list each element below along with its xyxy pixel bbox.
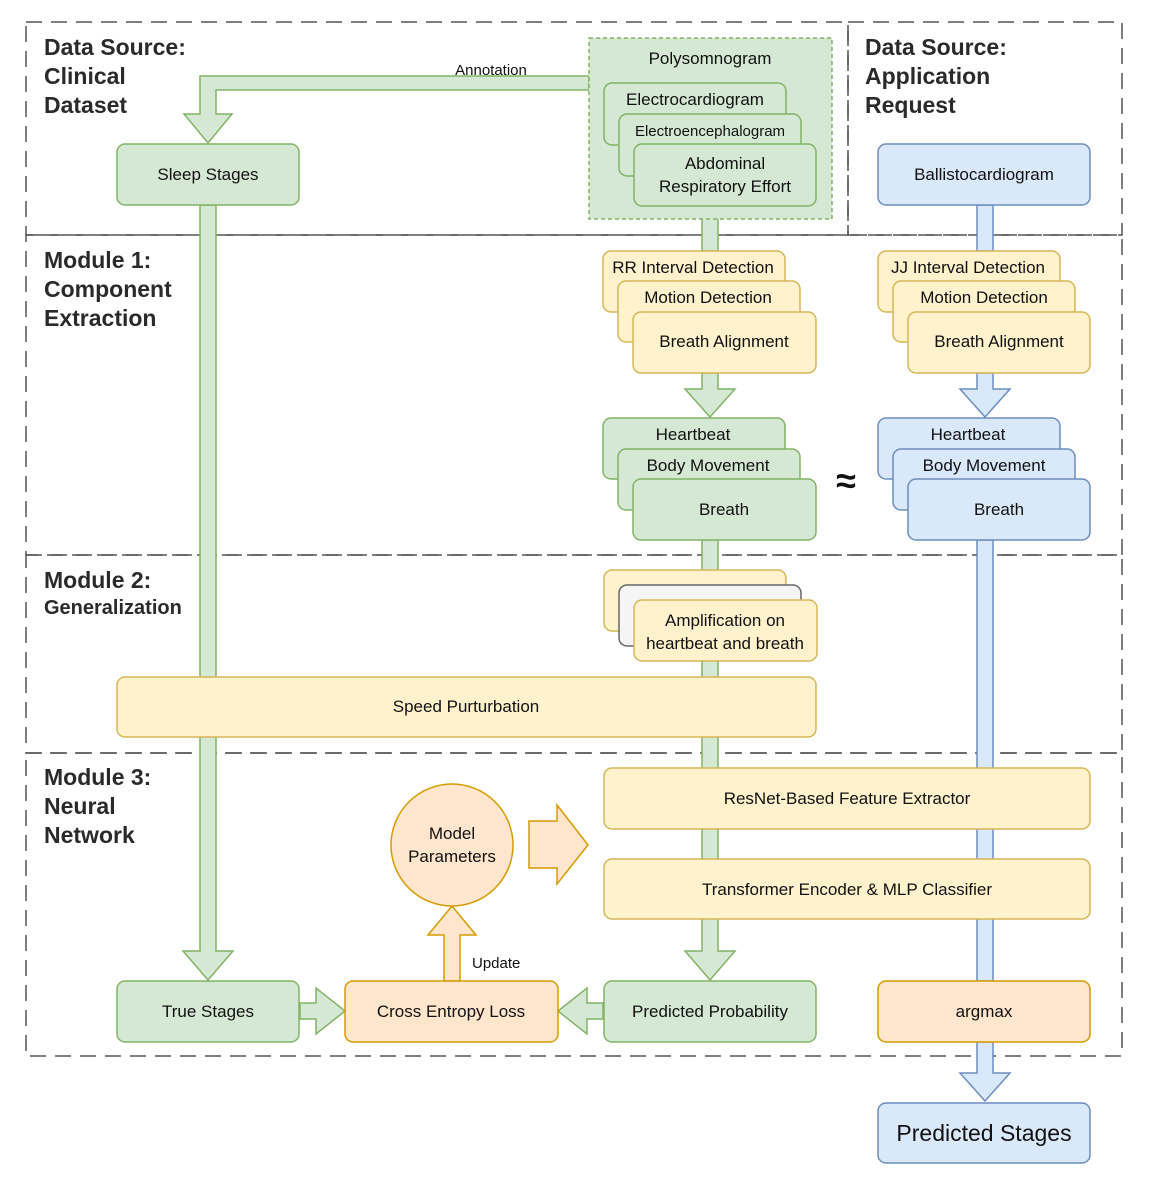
feature-extractor-box [603, 767, 1091, 830]
right-breath-label: Breath [974, 500, 1024, 519]
module1-left-components: Heartbeat Body Movement Breath [602, 417, 817, 541]
clinical-dataset-region [25, 21, 849, 236]
left-breath-alignment-label: Breath Alignment [659, 332, 789, 351]
feature-extractor-label: ResNet-Based Feature Extractor [724, 789, 971, 808]
module1-right-stack: JJ Interval Detection Motion Detection B… [877, 250, 1091, 374]
abdominal-label-line1: Abdominal [685, 154, 765, 173]
left-heartbeat-label: Heartbeat [656, 425, 731, 444]
clinical-title-line1: Data Source: [44, 34, 186, 60]
predicted-probability-label: Predicted Probability [632, 1002, 788, 1021]
right-heartbeat-label: Heartbeat [931, 425, 1006, 444]
application-title-line1: Data Source: [865, 34, 1007, 60]
sleep-stages-box [116, 143, 300, 206]
true-stages-label: True Stages [162, 1002, 254, 1021]
predicted-stages-box [877, 1102, 1091, 1164]
polysomnogram-label: Polysomnogram [649, 49, 772, 68]
module1-right-components: Heartbeat Body Movement Breath [877, 417, 1091, 541]
jj-interval-label: JJ Interval Detection [891, 258, 1045, 277]
transformer-label: Transformer Encoder & MLP Classifier [702, 880, 992, 899]
abdominal-label-line2: Respiratory Effort [659, 177, 791, 196]
right-motion-label: Motion Detection [920, 288, 1048, 307]
right-body-movement-label: Body Movement [923, 456, 1046, 475]
sleep-to-true-stages-arrow [181, 204, 235, 982]
section-titles: Data Source: Clinical Dataset Data Sourc… [44, 34, 1007, 848]
left-motion-label: Motion Detection [644, 288, 772, 307]
amplification-label-line1: Amplification on [665, 611, 785, 630]
true-stages-box [116, 980, 300, 1043]
module1-title-line1: Module 1: [44, 247, 151, 273]
speed-perturbation-label: Speed Purturbation [393, 697, 540, 716]
model-parameters-label-line1: Model [429, 824, 475, 843]
left-stack-to-components-arrow [683, 372, 737, 419]
annotation-label: Annotation [455, 62, 527, 79]
probability-to-loss-arrow [556, 986, 604, 1036]
module2-title-line1: Module 2: [44, 567, 151, 593]
right-breath-alignment-box [907, 311, 1091, 374]
argmax-box [877, 980, 1091, 1043]
model-parameters-label-line2: Parameters [408, 847, 496, 866]
ballistocardiogram-label: Ballistocardiogram [914, 165, 1054, 184]
amplification-front-box [633, 599, 818, 662]
right-breath-alignment-label: Breath Alignment [934, 332, 1064, 351]
speed-perturbation-box [116, 676, 817, 738]
approx-symbol: ≈ [836, 460, 856, 501]
abdominal-box [633, 143, 817, 207]
update-label: Update [472, 955, 520, 972]
module2-amplification-stack: Amplification on heartbeat and breath [603, 569, 818, 662]
electrocardiogram-label: Electrocardiogram [626, 90, 764, 109]
electroencephalogram-label: Electroencephalogram [635, 123, 785, 140]
module3-title-line1: Module 3: [44, 764, 151, 790]
model-parameters-circle [390, 783, 514, 907]
module2-region [25, 554, 1123, 754]
sleep-stages-label: Sleep Stages [157, 165, 258, 184]
clinical-source: Polysomnogram Electrocardiogram Electroe… [116, 37, 833, 220]
clinical-title-line3: Dataset [44, 92, 127, 118]
argmax-label: argmax [956, 1002, 1013, 1021]
module1-left-stack: RR Interval Detection Motion Detection B… [602, 250, 817, 374]
parameters-to-network-arrow [528, 802, 589, 887]
left-breath-label: Breath [699, 500, 749, 519]
section-borders [25, 21, 1123, 1057]
application-title-line2: Application [865, 63, 990, 89]
cross-entropy-box [344, 980, 559, 1043]
true-stages-to-loss-arrow [299, 986, 347, 1036]
module3-title-line2: Neural [44, 793, 116, 819]
module1-title-line3: Extraction [44, 305, 156, 331]
application-to-stack-connector [976, 204, 994, 252]
application-request-region [847, 21, 1123, 236]
left-breath-box [632, 478, 817, 541]
amplification-label-line2: heartbeat and breath [646, 634, 804, 653]
rr-interval-label: RR Interval Detection [612, 258, 774, 277]
application-title-line3: Request [865, 92, 956, 118]
application-source: Ballistocardiogram [877, 143, 1091, 206]
left-body-movement-label: Body Movement [647, 456, 770, 475]
left-breath-alignment-box [632, 311, 817, 374]
annotation-arrow [182, 75, 590, 145]
right-breath-box [907, 478, 1091, 541]
module1-region [25, 234, 1123, 556]
arrows [181, 75, 1012, 1103]
clinical-title-line2: Clinical [44, 63, 126, 89]
right-stack-to-components-arrow [958, 372, 1012, 419]
transformer-box [603, 858, 1091, 920]
predicted-probability-box [603, 980, 817, 1043]
module2-title-line2: Generalization [44, 597, 182, 619]
cross-entropy-label: Cross Entropy Loss [377, 1002, 525, 1021]
ballistocardiogram-box [877, 143, 1091, 206]
argmax-to-output-arrow [958, 1041, 1012, 1103]
module3-title-line3: Network [44, 822, 135, 848]
predicted-stages-label: Predicted Stages [896, 1120, 1071, 1146]
loss-to-parameters-arrow [426, 904, 478, 982]
module1-title-line2: Component [44, 276, 172, 302]
